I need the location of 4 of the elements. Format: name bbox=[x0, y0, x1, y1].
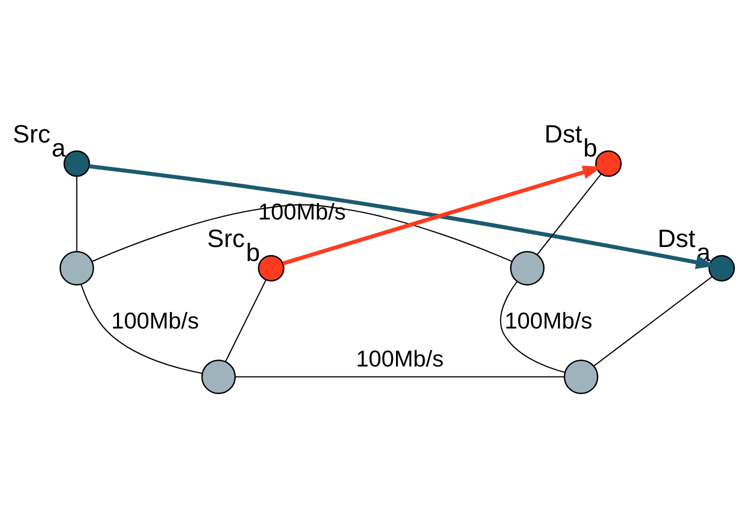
edge-label: 100Mb/s bbox=[356, 346, 444, 372]
edge-label: 100Mb/s bbox=[111, 307, 199, 334]
edge-label: 100Mb/s bbox=[258, 198, 346, 225]
edge-label: 100Mb/s bbox=[504, 307, 592, 334]
